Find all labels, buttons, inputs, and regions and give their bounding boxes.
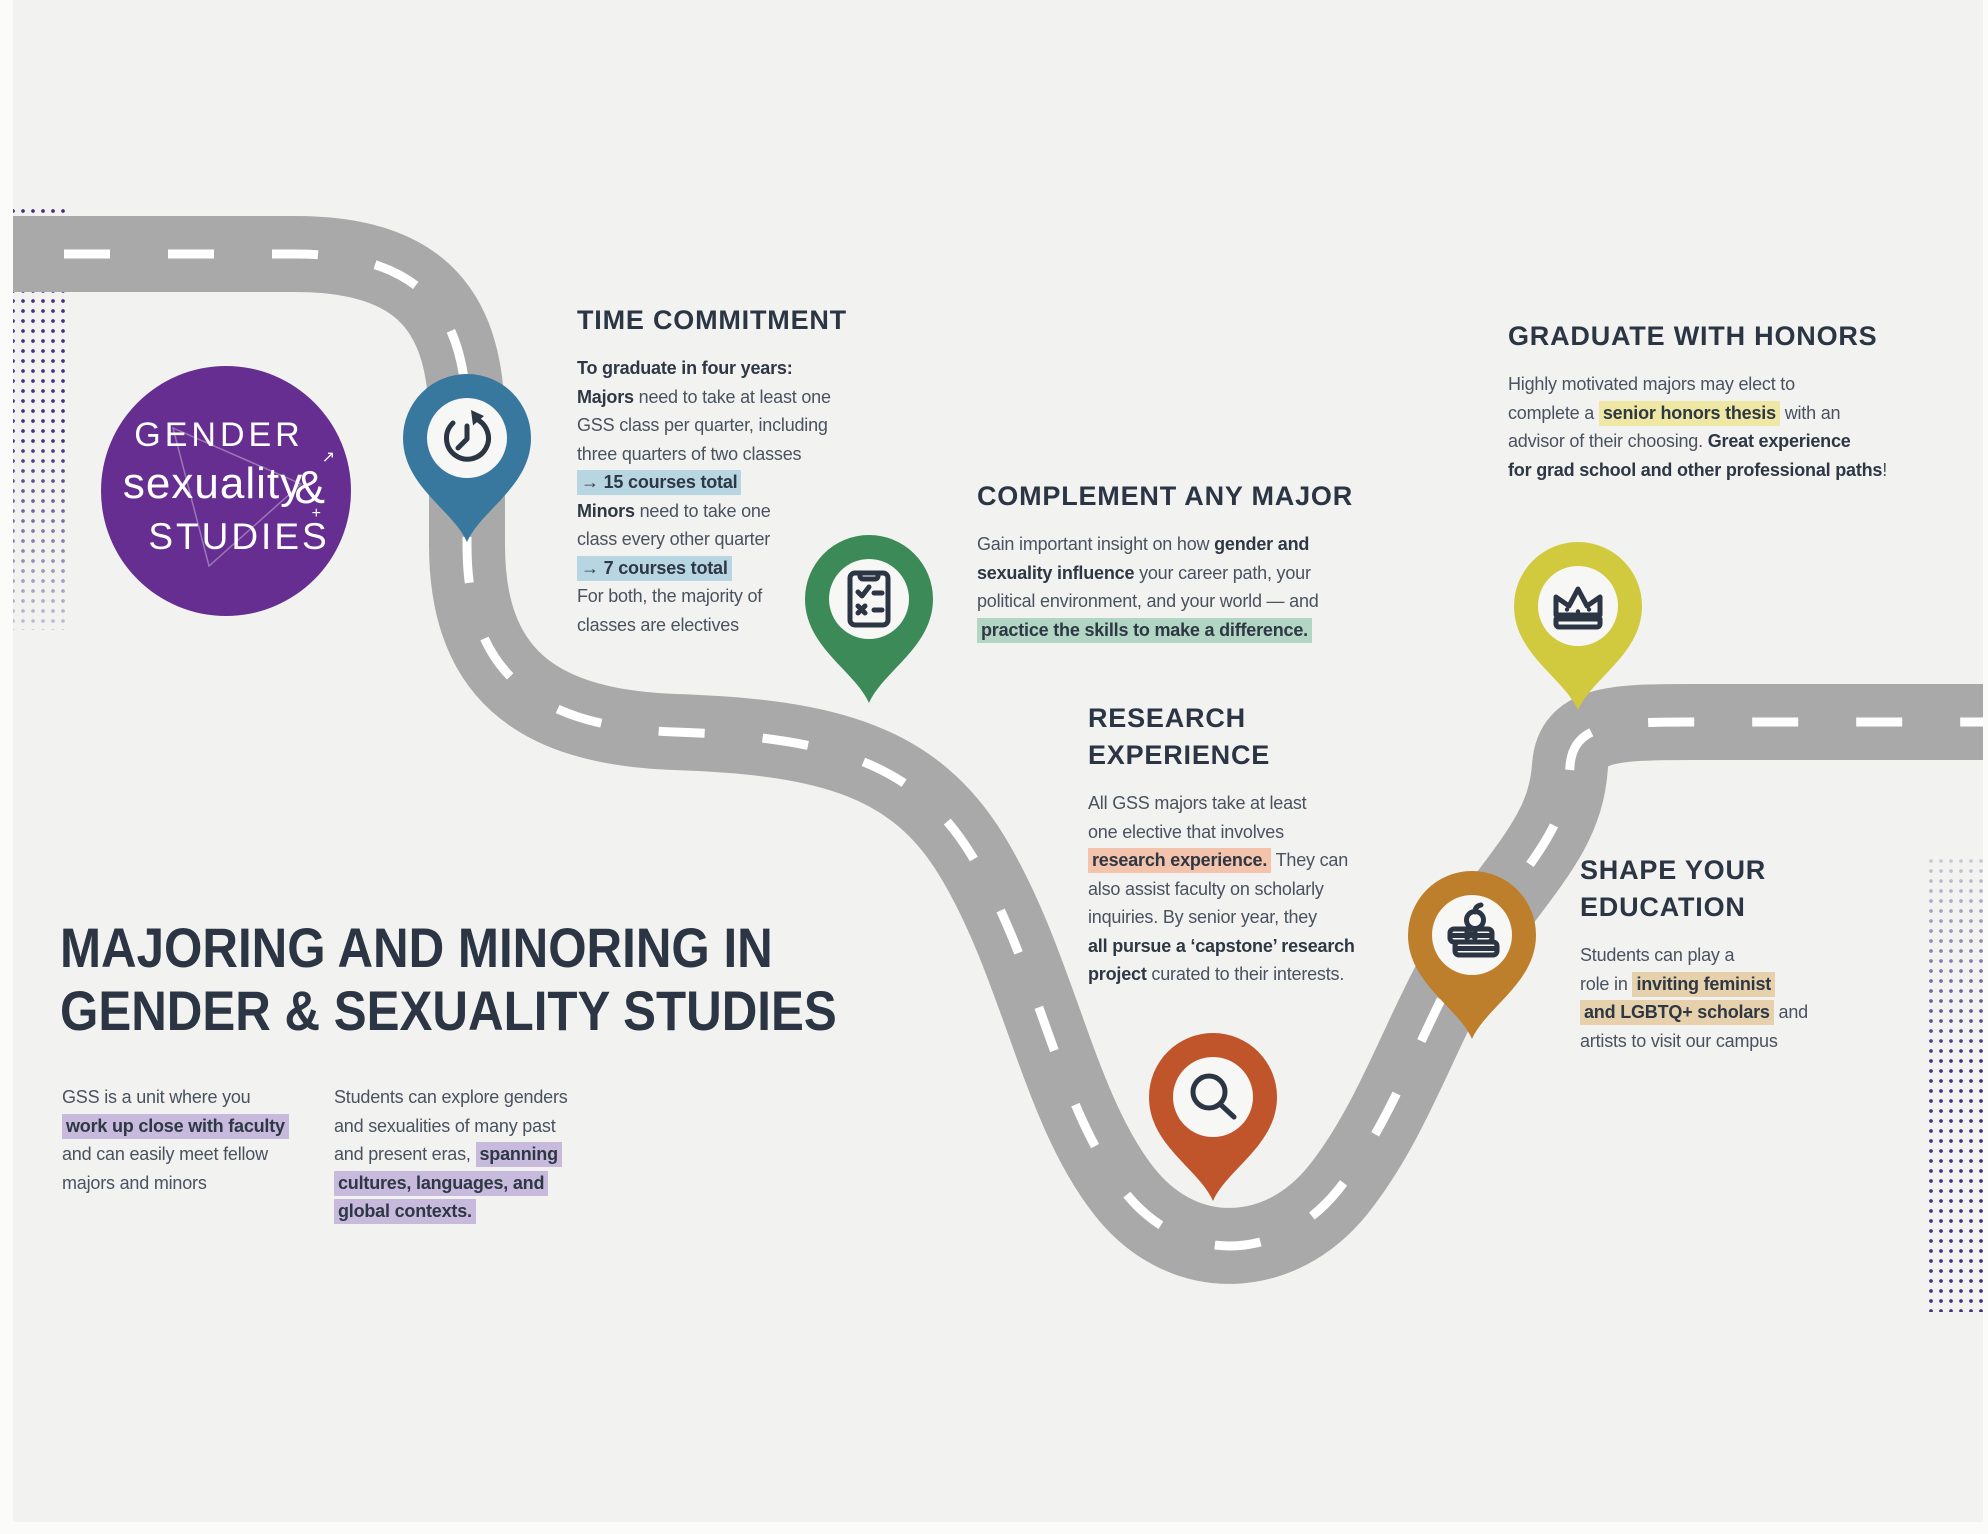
milestone-time-commitment: TIME COMMITMENT To graduate in four year…: [577, 302, 897, 639]
milestone-research-experience: RESEARCH EXPERIENCE All GSS majors take …: [1088, 700, 1388, 989]
milestone-title: TIME COMMITMENT: [577, 305, 847, 335]
milestone-title: GRADUATE WITH HONORS: [1508, 321, 1878, 351]
pin-shape-your-education: [1408, 871, 1536, 1039]
pin-time-commitment: [403, 374, 531, 542]
magnifier-icon: [1190, 1073, 1237, 1120]
gss-logo: GENDER sexuality & ↗ + STUDIES: [101, 366, 351, 616]
milestone-body: Gain important insight on how gender and…: [977, 530, 1397, 644]
logo-word-studies: STUDIES: [148, 516, 330, 557]
dot-grid-right: [1926, 856, 1988, 1312]
pin-graduate-with-honors: [1514, 542, 1642, 710]
pin-complement-any-major: [805, 535, 933, 703]
milestone-complement-any-major: COMPLEMENT ANY MAJOR Gain important insi…: [977, 478, 1397, 644]
logo-text: GENDER sexuality & ↗ + STUDIES: [101, 418, 351, 555]
venus-cross-icon: +: [311, 505, 321, 522]
milestone-shape-your-education: SHAPE YOUR EDUCATION Students can play a…: [1580, 852, 1860, 1055]
page-title-line2: GENDER & SEXUALITY STUDIES: [60, 979, 837, 1042]
logo-triangle-outline: [171, 426, 303, 568]
milestone-title: COMPLEMENT ANY MAJOR: [977, 481, 1354, 511]
milestone-title: SHAPE YOUR EDUCATION: [1580, 855, 1767, 922]
crown-icon: [1553, 586, 1603, 630]
road-center-line: [0, 249, 1988, 1251]
page-title-line1: MAJORING AND MINORING IN: [60, 916, 773, 979]
page-title: MAJORING AND MINORING IN GENDER & SEXUAL…: [60, 916, 943, 1042]
page-edge-bottom: [0, 1522, 1988, 1534]
pin-research-experience: [1149, 1033, 1277, 1201]
mars-arrow-icon: ↗: [321, 449, 335, 466]
page-edge-right: [1983, 0, 1988, 1534]
clock-rotate-icon: [444, 410, 491, 462]
logo-word-gender: GENDER: [134, 416, 304, 454]
milestone-body: To graduate in four years:Majors need to…: [577, 358, 831, 635]
logo-ampersand: &: [294, 461, 325, 513]
checklist-icon: [847, 570, 891, 628]
milestone-graduate-with-honors: GRADUATE WITH HONORS Highly motivated ma…: [1508, 318, 1938, 484]
books-apple-icon: [1447, 902, 1500, 958]
milestone-title: RESEARCH EXPERIENCE: [1088, 703, 1271, 770]
page-edge-left: [0, 0, 13, 1534]
logo-word-sexuality: sexuality: [122, 459, 304, 508]
